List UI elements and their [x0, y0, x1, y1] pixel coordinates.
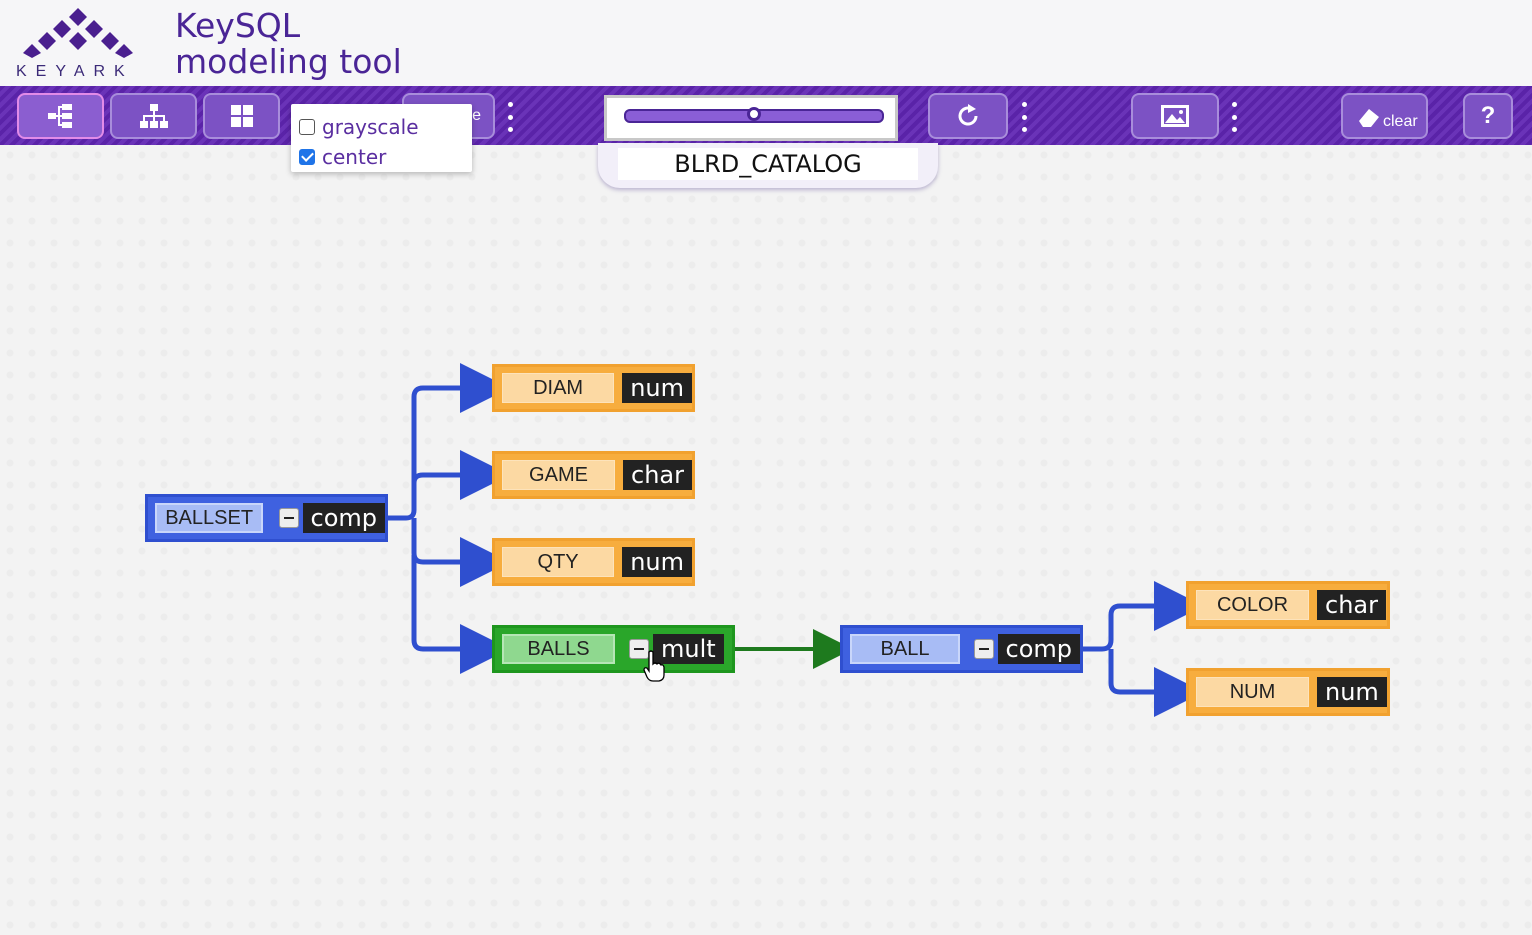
- grayscale-checkbox[interactable]: [299, 119, 315, 135]
- node-qty-name[interactable]: QTY: [502, 547, 615, 577]
- slider-track[interactable]: [624, 107, 884, 123]
- slider-thumb[interactable]: [747, 107, 761, 121]
- refresh-icon: [958, 104, 978, 126]
- collapse-ballset-icon[interactable]: [279, 508, 299, 528]
- app-title-line1: KeySQL: [175, 6, 301, 45]
- tree-layout-button[interactable]: [17, 93, 104, 139]
- node-game-type: char: [623, 460, 692, 490]
- hand-cursor-icon: [643, 650, 665, 682]
- node-qty-type: num: [622, 547, 692, 577]
- export-image-button[interactable]: [1131, 93, 1219, 139]
- node-ballset-type: comp: [302, 503, 385, 533]
- clear-button[interactable]: clear: [1341, 93, 1428, 139]
- app-header: KEYARK KeySQL modeling tool: [0, 0, 1532, 86]
- catalog-name[interactable]: BLRD_CATALOG: [618, 148, 918, 180]
- center-checkbox[interactable]: [299, 149, 315, 165]
- center-option[interactable]: center: [299, 145, 386, 169]
- node-color[interactable]: COLOR char: [1186, 581, 1390, 629]
- org-chart-button[interactable]: [110, 93, 197, 139]
- refresh-more-icon[interactable]: [1020, 102, 1028, 132]
- diagram-canvas[interactable]: BALLSET comp DIAM num GAME char QTY num …: [0, 145, 1532, 935]
- logo-text: KEYARK: [16, 63, 134, 80]
- edge-ball-color: [1081, 581, 1204, 652]
- node-ball-type: comp: [997, 634, 1080, 664]
- node-ball[interactable]: BALL comp: [840, 625, 1083, 673]
- help-button[interactable]: ?: [1463, 93, 1513, 139]
- eraser-icon: [1359, 109, 1379, 127]
- node-ballset-name[interactable]: BALLSET: [155, 503, 264, 533]
- node-color-name[interactable]: COLOR: [1196, 590, 1309, 620]
- collapse-ball-icon[interactable]: [974, 639, 994, 659]
- node-num-name[interactable]: NUM: [1196, 677, 1309, 707]
- options-dropdown: grayscale center: [291, 104, 472, 172]
- node-ball-name[interactable]: BALL: [850, 634, 960, 664]
- node-balls-type: mult: [653, 634, 724, 664]
- node-color-type: char: [1317, 590, 1386, 620]
- tree-layout-icon: [47, 104, 72, 128]
- options-button-label: e: [472, 107, 481, 124]
- app-title: KeySQL modeling tool: [175, 8, 402, 80]
- node-game[interactable]: GAME char: [492, 451, 695, 499]
- node-game-name[interactable]: GAME: [502, 460, 615, 490]
- refresh-button[interactable]: [928, 93, 1008, 139]
- node-ballset[interactable]: BALLSET comp: [145, 494, 388, 542]
- node-diam-name[interactable]: DIAM: [502, 373, 615, 403]
- node-diam[interactable]: DIAM num: [492, 364, 695, 412]
- keyark-logo: [23, 8, 133, 58]
- node-qty[interactable]: QTY num: [492, 538, 695, 586]
- node-num[interactable]: NUM num: [1186, 668, 1390, 716]
- collapse-balls-icon[interactable]: [629, 639, 649, 659]
- image-icon: [1161, 105, 1189, 127]
- image-more-icon[interactable]: [1230, 102, 1238, 132]
- node-diam-type: num: [622, 373, 692, 403]
- app-title-line2: modeling tool: [175, 42, 402, 81]
- node-balls-name[interactable]: BALLS: [502, 634, 615, 664]
- grid-icon: [230, 105, 253, 127]
- grid-button[interactable]: [203, 93, 280, 139]
- node-num-type: num: [1317, 677, 1387, 707]
- grayscale-label: grayscale: [322, 115, 419, 139]
- clear-label: clear: [1383, 113, 1418, 130]
- edge-ball-num: [1108, 649, 1204, 717]
- node-balls[interactable]: BALLS mult: [492, 625, 735, 673]
- edge-ballset-diam: [386, 363, 510, 521]
- edge-ballset-qty: [411, 518, 510, 587]
- grayscale-option[interactable]: grayscale: [299, 115, 419, 139]
- edge-ballset-game: [411, 450, 510, 510]
- more-menu-icon[interactable]: [506, 102, 514, 132]
- help-icon: ?: [1480, 102, 1496, 129]
- zoom-slider[interactable]: [604, 95, 898, 141]
- diagram-edges: [386, 363, 1204, 717]
- org-chart-icon: [139, 104, 168, 128]
- edge-ballset-balls: [411, 555, 510, 674]
- center-label: center: [322, 145, 387, 169]
- catalog-panel: BLRD_CATALOG: [598, 143, 938, 188]
